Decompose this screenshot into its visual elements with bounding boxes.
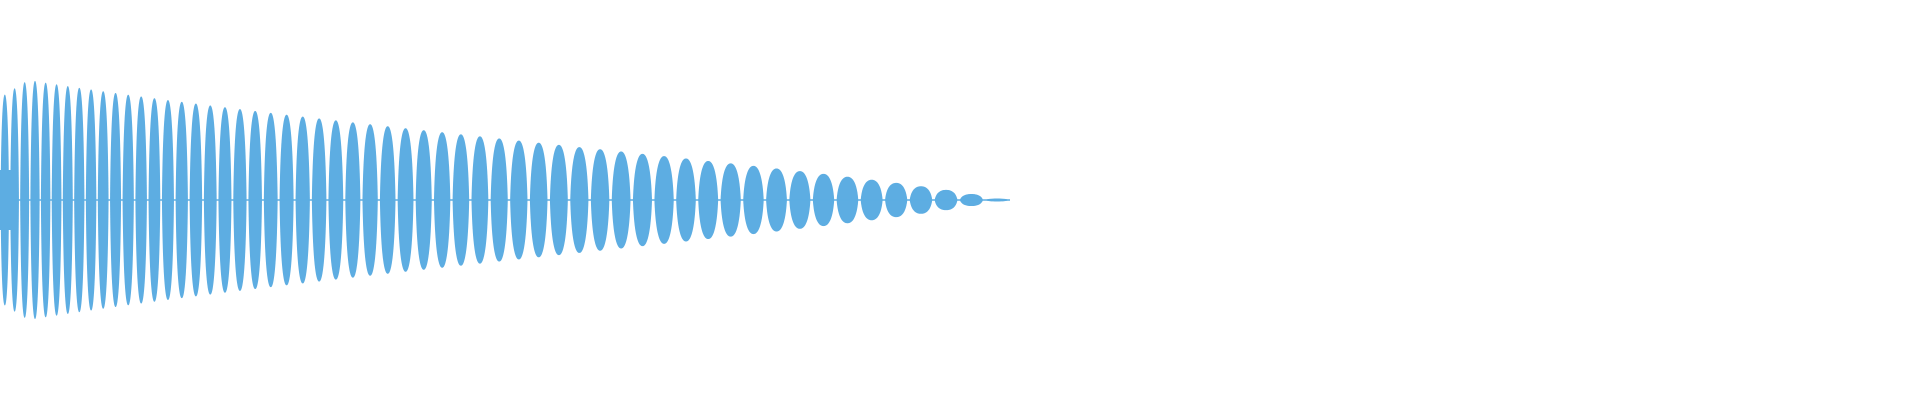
waveform-onset	[0, 170, 12, 230]
waveform-lobes	[0, 81, 1010, 319]
